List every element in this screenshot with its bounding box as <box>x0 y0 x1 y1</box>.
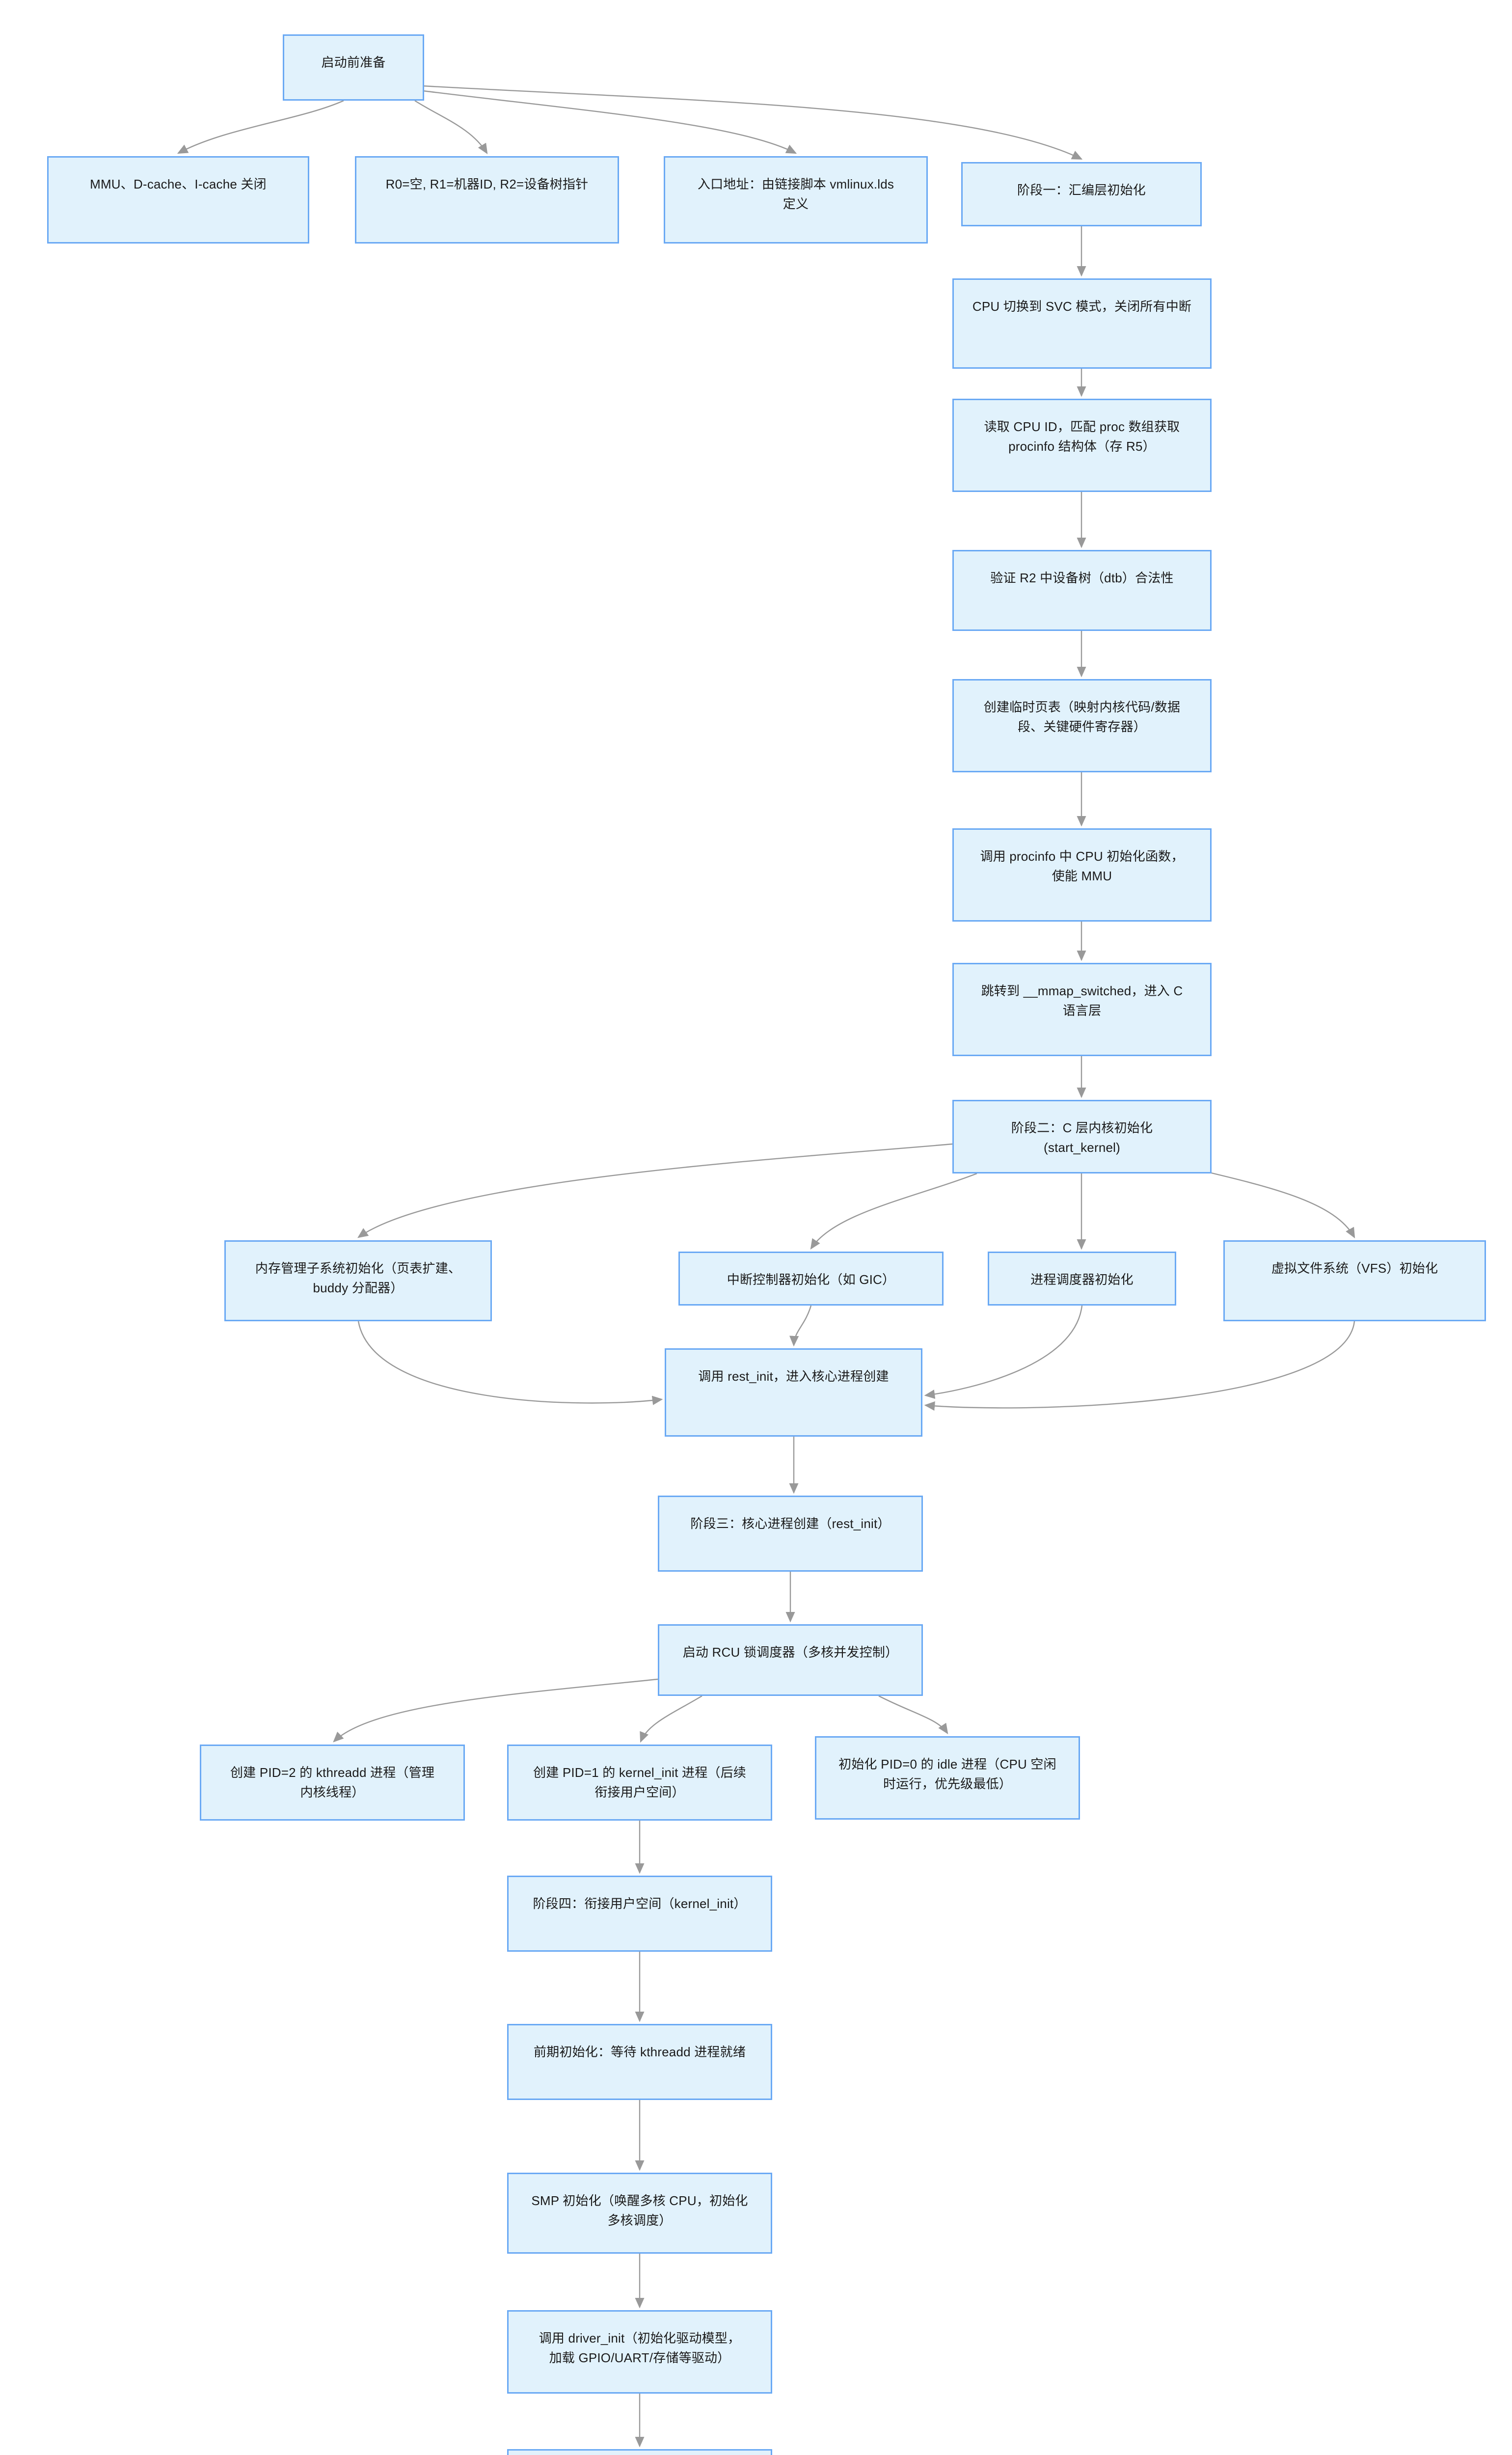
flow-node-label: 读取 CPU ID，匹配 proc 数组获取 procinfo 结构体（存 R5… <box>984 419 1180 454</box>
flow-edge <box>333 1678 658 1743</box>
flow-node-n3[interactable]: 入口地址：由链接脚本 vmlinux.lds 定义 <box>664 156 928 244</box>
flow-node-label: 验证 R2 中设备树（dtb）合法性 <box>990 571 1174 585</box>
flow-node-n22[interactable]: 阶段四：衔接用户空间（kernel_init） <box>507 1876 772 1952</box>
flow-node-label: 虚拟文件系统（VFS）初始化 <box>1271 1261 1438 1276</box>
flow-node-label: 入口地址：由链接脚本 vmlinux.lds 定义 <box>697 177 894 212</box>
flow-node-n0[interactable]: 启动前准备 <box>283 34 424 101</box>
flow-node-n12[interactable]: 内存管理子系统初始化（页表扩建、 buddy 分配器） <box>224 1240 492 1321</box>
flow-edge <box>878 1695 948 1734</box>
flow-node-label: 调用 procinfo 中 CPU 初始化函数， 使能 MMU <box>980 849 1184 884</box>
flow-node-n7[interactable]: 验证 R2 中设备树（dtb）合法性 <box>952 550 1212 631</box>
flow-edge <box>810 1173 977 1250</box>
flow-node-n20[interactable]: 创建 PID=1 的 kernel_init 进程（后续 衔接用户空间） <box>507 1745 772 1821</box>
flow-node-label: MMU、D-cache、I-cache 关闭 <box>90 177 267 191</box>
flow-node-label: SMP 初始化（唤醒多核 CPU，初始化 多核调度） <box>531 2193 748 2228</box>
flow-node-n17[interactable]: 阶段三：核心进程创建（rest_init） <box>658 1496 923 1572</box>
flow-node-label: 阶段四：衔接用户空间（kernel_init） <box>533 1896 747 1911</box>
flow-node-label: 进程调度器初始化 <box>1030 1272 1134 1287</box>
flow-node-n4[interactable]: 阶段一：汇编层初始化 <box>961 162 1202 226</box>
flow-edge <box>357 1143 953 1238</box>
flow-node-label: 跳转到 __mmap_switched，进入 C 语言层 <box>981 983 1183 1018</box>
flow-edge <box>414 100 488 155</box>
flow-edge <box>177 100 344 154</box>
flow-node-label: 阶段一：汇编层初始化 <box>1017 183 1146 197</box>
flow-edge <box>423 85 1083 160</box>
flow-node-n15[interactable]: 虚拟文件系统（VFS）初始化 <box>1223 1240 1486 1321</box>
flow-node-label: 创建 PID=2 的 kthreadd 进程（管理 内核线程） <box>230 1765 435 1800</box>
flow-edge <box>924 1305 1083 1399</box>
flow-node-n10[interactable]: 跳转到 __mmap_switched，进入 C 语言层 <box>952 963 1212 1056</box>
flow-node-n8[interactable]: 创建临时页表（映射内核代码/数据 段、关键硬件寄存器） <box>952 679 1212 772</box>
flow-edge <box>357 1321 663 1405</box>
flow-node-n1[interactable]: MMU、D-cache、I-cache 关闭 <box>47 156 309 244</box>
flow-node-n25[interactable]: 调用 driver_init（初始化驱动模型， 加载 GPIO/UART/存储等… <box>507 2310 772 2394</box>
flow-node-n13[interactable]: 中断控制器初始化（如 GIC） <box>678 1252 944 1306</box>
flow-node-label: 内存管理子系统初始化（页表扩建、 buddy 分配器） <box>255 1261 461 1296</box>
flow-node-label: 调用 driver_init（初始化驱动模型， 加载 GPIO/UART/存储等… <box>539 2331 741 2366</box>
flow-node-label: 启动前准备 <box>321 55 386 70</box>
flow-node-n26[interactable]: 初始化系统控制台（打开 /dev/console，绑定 stdin） <box>507 2449 772 2455</box>
flow-node-n2[interactable]: R0=空, R1=机器ID, R2=设备树指针 <box>355 156 619 244</box>
flow-node-n24[interactable]: SMP 初始化（唤醒多核 CPU，初始化 多核调度） <box>507 2173 772 2254</box>
flow-node-n5[interactable]: CPU 切换到 SVC 模式，关闭所有中断 <box>952 278 1212 369</box>
flow-node-label: 创建临时页表（映射内核代码/数据 段、关键硬件寄存器） <box>983 700 1181 735</box>
flow-node-n18[interactable]: 启动 RCU 锁调度器（多核并发控制） <box>658 1624 923 1696</box>
flow-node-n19[interactable]: 创建 PID=2 的 kthreadd 进程（管理 内核线程） <box>200 1745 465 1821</box>
flow-node-label: 阶段三：核心进程创建（rest_init） <box>690 1516 891 1531</box>
flow-node-n21[interactable]: 初始化 PID=0 的 idle 进程（CPU 空闲 时运行，优先级最低） <box>815 1736 1080 1820</box>
flow-node-n6[interactable]: 读取 CPU ID，匹配 proc 数组获取 procinfo 结构体（存 R5… <box>952 399 1212 492</box>
flow-node-n16[interactable]: 调用 rest_init，进入核心进程创建 <box>665 1348 922 1437</box>
flow-node-n14[interactable]: 进程调度器初始化 <box>988 1252 1176 1306</box>
flow-node-n9[interactable]: 调用 procinfo 中 CPU 初始化函数， 使能 MMU <box>952 828 1212 922</box>
flow-node-label: 中断控制器初始化（如 GIC） <box>727 1272 895 1287</box>
flow-edge <box>423 90 797 154</box>
flow-node-label: 前期初始化：等待 kthreadd 进程就绪 <box>533 2045 746 2059</box>
flow-edge <box>924 1321 1355 1411</box>
flow-node-label: 启动 RCU 锁调度器（多核并发控制） <box>682 1645 898 1660</box>
flow-node-label: 阶段二：C 层内核初始化 (start_kernel) <box>1011 1120 1153 1155</box>
flow-node-n11[interactable]: 阶段二：C 层内核初始化 (start_kernel) <box>952 1100 1212 1173</box>
flow-node-label: CPU 切换到 SVC 模式，关闭所有中断 <box>972 299 1192 314</box>
flow-node-label: R0=空, R1=机器ID, R2=设备树指针 <box>385 177 589 191</box>
flow-node-label: 初始化 PID=0 的 idle 进程（CPU 空闲 时运行，优先级最低） <box>838 1757 1056 1792</box>
flow-node-n23[interactable]: 前期初始化：等待 kthreadd 进程就绪 <box>507 2024 772 2100</box>
flow-edge <box>1192 1168 1355 1239</box>
flow-edge <box>640 1695 702 1743</box>
flow-edge <box>789 1305 812 1347</box>
flow-node-label: 创建 PID=1 的 kernel_init 进程（后续 衔接用户空间） <box>533 1765 746 1800</box>
flow-node-label: 调用 rest_init，进入核心进程创建 <box>698 1369 889 1384</box>
